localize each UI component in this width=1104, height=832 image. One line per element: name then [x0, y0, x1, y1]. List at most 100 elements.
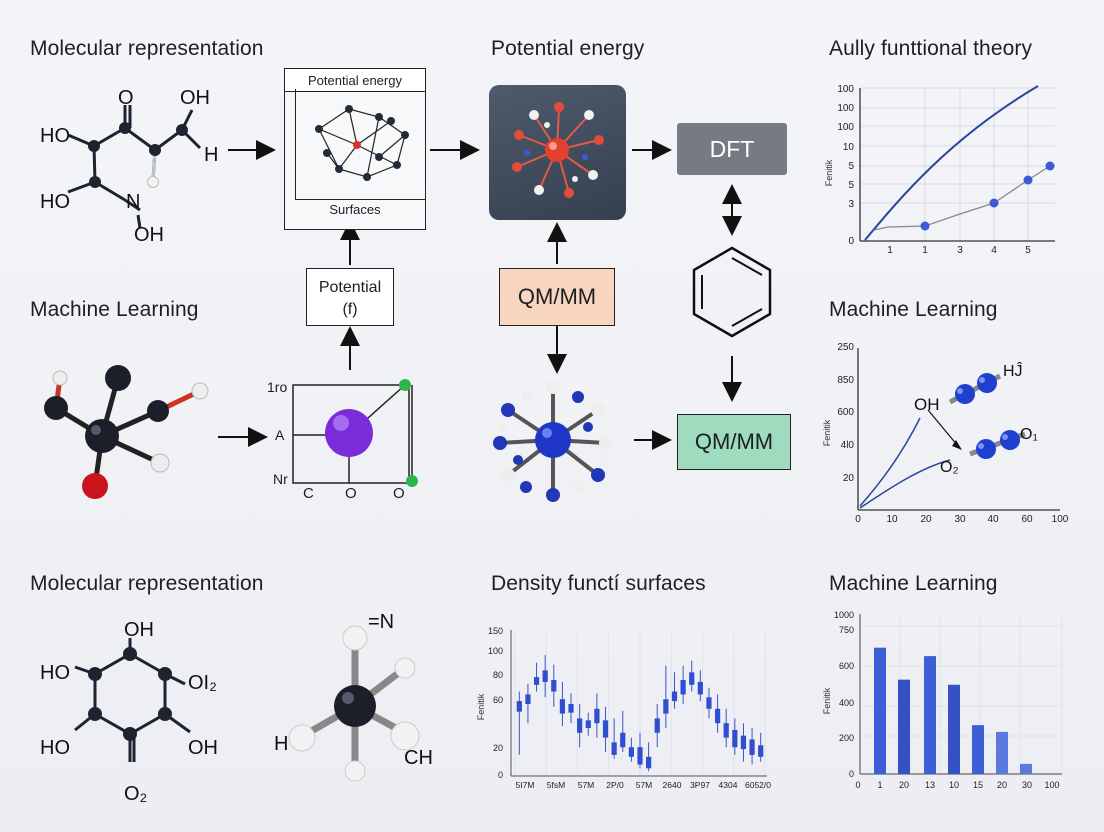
pes-bottom-rule — [295, 199, 425, 200]
c4-ytick-3: 400 — [839, 698, 854, 708]
atom-c-left — [44, 396, 68, 420]
c1-point-1 — [920, 221, 930, 231]
c3-ylabel: Fenitik — [476, 693, 486, 720]
chart-ml-bar: 1000 750 600 400 200 0 0 1 20 13 10 15 2… — [822, 610, 1063, 790]
bm1-label-o2-right: OI₂ — [188, 672, 217, 694]
c3-xtick-8: 6052/0 — [745, 780, 771, 790]
cluster-center-atom — [545, 138, 569, 162]
cluster-molecule — [512, 102, 604, 198]
c3-candle-body — [637, 747, 643, 765]
dft-box: DFT — [677, 123, 787, 175]
c2-xtick-1: 10 — [886, 514, 898, 525]
c2-xtick-5: 60 — [1021, 514, 1033, 525]
c1-xtick-2: 3 — [957, 245, 963, 256]
bm1-label-ho-2: HO — [40, 737, 70, 759]
c1-ytick-6: 3 — [848, 199, 854, 210]
pes-frame: Potential energy Surfaces — [284, 68, 426, 230]
c2-xtick-6: 100 — [1052, 514, 1069, 525]
qmmm-box-2: QM/MM — [677, 414, 791, 470]
c1-ytick-3: 10 — [843, 142, 855, 153]
c3-candle-body — [611, 742, 617, 755]
c1-xtick-0: 1 — [887, 245, 893, 256]
grid-label-b3: O — [393, 485, 405, 502]
c3-xtick-7: 4304 — [719, 780, 738, 790]
c2-ytick-4: 20 — [843, 473, 855, 484]
c4-bar — [948, 684, 960, 774]
grid-node-green-1 — [399, 379, 411, 391]
c3-candle-body — [723, 723, 729, 738]
c3-ytick-5: 0 — [498, 770, 503, 780]
c1-ytick-4: 5 — [848, 161, 854, 172]
c2-xtick-2: 20 — [920, 514, 932, 525]
grid-diagram: 1ro A Nr C O O — [267, 375, 427, 505]
molecule-diagram-1: O OH H HO HO N OH — [40, 87, 218, 246]
c2-arrow — [927, 409, 959, 447]
c4-ytick-1: 750 — [839, 625, 854, 635]
c1-ytick-7: 0 — [848, 236, 854, 247]
c2-annotation-o1: O₁ — [1020, 426, 1038, 443]
label-n: N — [126, 191, 140, 213]
c3-xtick-0: 5I7M — [516, 780, 535, 790]
heading-functional-theory: Aully funttional theory — [829, 37, 1033, 60]
grid-label-tl: 1ro — [267, 379, 288, 395]
atom-o — [82, 473, 108, 499]
c1-ytick-5: 5 — [848, 180, 854, 191]
c2-annotation-oh: OH — [914, 395, 940, 414]
pes-network — [315, 105, 409, 181]
c4-bar — [874, 647, 886, 774]
atom-h-2 — [191, 382, 209, 400]
c2-ytick-3: 4l0 — [841, 440, 855, 451]
c3-ytick-4: 20 — [493, 743, 503, 753]
c3-candle-body — [533, 677, 540, 685]
atom-h — [147, 176, 159, 188]
c4-bar — [1020, 763, 1032, 774]
ml-molecule — [44, 365, 209, 499]
qmmm-box-1: QM/MM — [499, 268, 615, 326]
pes-caption: Surfaces — [329, 202, 381, 217]
c2-molecule-bottom — [969, 430, 1026, 459]
c3-candle-body — [585, 720, 591, 728]
heading-potential-energy: Potential energy — [491, 37, 645, 60]
c4-bar — [924, 656, 936, 774]
cluster-tile — [489, 85, 626, 220]
grid-label-b1: C — [303, 485, 314, 502]
c2-annotation-o2: O₂ — [940, 459, 959, 476]
c4-xtick-2: 20 — [899, 780, 909, 790]
c1-xtick-4: 5 — [1025, 245, 1031, 256]
bm2-label-n: =N — [368, 611, 394, 633]
label-oh-bottom: OH — [134, 224, 164, 246]
atom-c-right — [147, 400, 169, 422]
c1-xtick-3: 4 — [991, 245, 997, 256]
c2-xtick-4: 40 — [987, 514, 999, 525]
pes-left-rule — [295, 89, 296, 199]
atom-h-3 — [150, 453, 170, 473]
grid-label-ml: A — [275, 427, 285, 443]
blue-molecule — [493, 380, 613, 502]
c4-bar — [972, 725, 984, 774]
c3-candle-body — [689, 672, 695, 685]
c2-ytick-0: 250 — [837, 342, 854, 353]
c2-ytick-1: 850 — [837, 375, 854, 386]
c3-candle-body — [714, 708, 721, 724]
c4-ylabel: Fenitik — [822, 687, 832, 714]
c4-ytick-2: 600 — [839, 661, 854, 671]
c3-candle-body — [749, 739, 755, 755]
c1-ytick-2: 100 — [837, 122, 854, 133]
c3-ytick-2: 80 — [493, 670, 503, 680]
heading-molecular-representation-2: Molecular representation — [30, 572, 264, 595]
bottom-molecule-1: OH HO HO OH OI₂ O₂ — [40, 619, 218, 805]
c3-candle-body — [732, 729, 738, 748]
chart-density-candlestick: 150 100 80 60 20 0 5I7M 5fsM 57M 2P/0 57… — [476, 626, 771, 790]
atom-c1 — [88, 140, 100, 152]
bm1-label-oh-right: OH — [188, 737, 218, 759]
c4-xtick-0: 0 — [855, 780, 860, 790]
c3-candle-body — [680, 680, 686, 695]
c3-candle-body — [525, 694, 531, 704]
heading-machine-learning-3: Machine Learning — [829, 572, 998, 595]
c4-bar — [898, 679, 910, 774]
bm1-label-o2-bottom: O₂ — [124, 783, 147, 805]
potential-line1: Potential — [318, 279, 382, 296]
label-o-top: O — [118, 87, 134, 109]
c3-candle-body — [577, 718, 583, 733]
